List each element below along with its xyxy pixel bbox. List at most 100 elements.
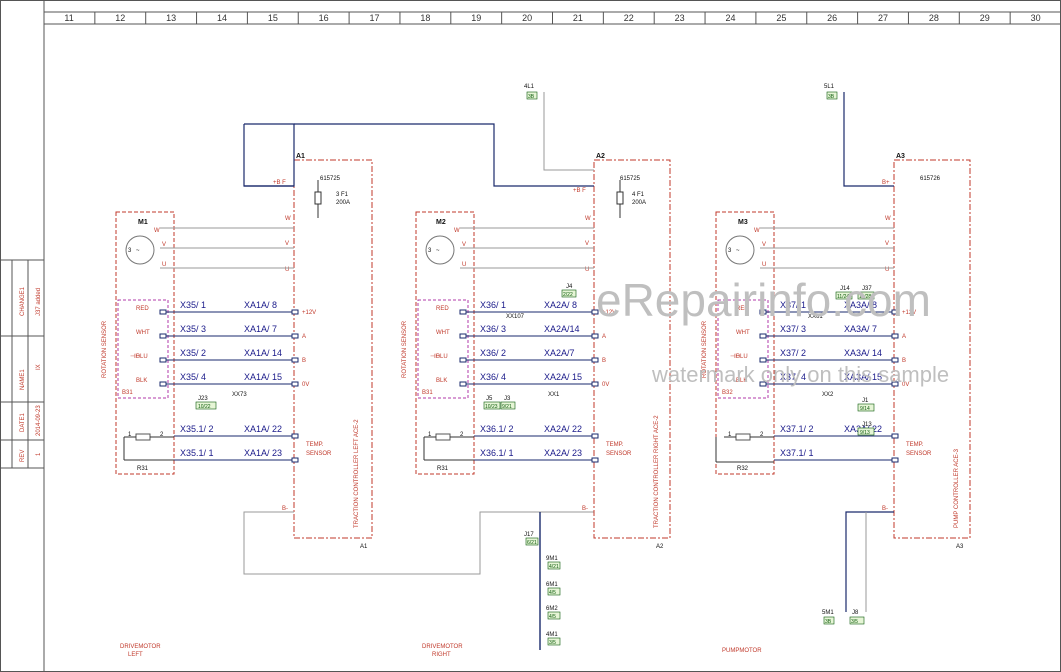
connector-label: X35.1/ 2 (180, 424, 214, 434)
right-jumper_b: J3 (504, 396, 511, 402)
motor-tag-m2: M2 (436, 219, 446, 226)
rev-label-change: CHANGE1 (20, 286, 26, 316)
supplies-l1_4: 4L1 (524, 84, 535, 90)
temp_sensor-0: TEMP. (606, 442, 624, 448)
temp_sensor-1: SENSOR (606, 451, 632, 457)
pins_motor-2: U (285, 267, 289, 273)
bus-ref-code: 6/21 (527, 540, 537, 546)
controller-tag-a2: A2 (596, 153, 605, 160)
pump-ref_5m1: 3B (825, 619, 832, 625)
pump-jumper_c_ref: 9/14 (860, 406, 870, 412)
grid-column-label: 30 (1031, 13, 1041, 23)
supplies-ref_4l1: 3B (528, 94, 535, 100)
svg-text:1: 1 (728, 432, 732, 438)
motor-symbol-icon (725, 235, 755, 265)
sensor-pin: WHT (136, 330, 150, 336)
sensor-name: ROTATION SENSOR (102, 320, 108, 378)
fuse-icon (314, 191, 322, 205)
sensor-symbol-icon: ⊣⊢ (430, 353, 440, 360)
pump-jumper_d_ref: 9/13 (860, 430, 870, 436)
motor-symbol-icon (425, 235, 455, 265)
harness-label: XA2A/ 8 (544, 300, 577, 310)
right-jumper_top_ref: 2/22 (563, 292, 573, 298)
grid-column-label: 26 (827, 13, 837, 23)
controller-pin: +12V (602, 310, 616, 316)
harness-label: XA1A/ 14 (244, 348, 282, 358)
harness-label: XA3A/ 14 (844, 348, 882, 358)
bus-ref-code: 4/5 (549, 590, 556, 596)
connector-label: X35/ 3 (180, 324, 206, 334)
right-foot_tag: A2 (656, 544, 664, 550)
pins_motor-0: W (285, 216, 291, 222)
pump-jumper_b_ref: 11/28 (859, 294, 871, 300)
pump-node_top: XX61 (808, 314, 823, 320)
bus-ref-label: 6M1 (546, 582, 558, 588)
grid-column-label: 22 (624, 13, 634, 23)
fuse-rating: 200A (336, 200, 350, 206)
controller-name: TRACTION CONTROLLER LEFT ACE-2 (354, 419, 360, 528)
motor-symbol-icon (125, 235, 155, 265)
jumper-j23: J23 (198, 396, 208, 402)
grid-column-label: 28 (929, 13, 939, 23)
bus-ref-label: 6M2 (546, 606, 558, 612)
connector-label: X37.1/ 2 (780, 424, 814, 434)
resistor-icon (435, 433, 451, 441)
harness-label: XA2A/ 15 (544, 372, 582, 382)
bus-ref-label: 4M1 (546, 632, 558, 638)
grid-column-label: 12 (115, 13, 125, 23)
svg-text:1: 1 (128, 432, 132, 438)
pins_motor-1: V (585, 241, 589, 247)
grid-column-label: 13 (166, 13, 176, 23)
grid-column-label: 29 (980, 13, 990, 23)
motor-tag-m1: M1 (138, 219, 148, 226)
fuse-tag: 3 F1 (336, 192, 349, 198)
svg-text:U: U (162, 262, 166, 268)
sensor-pin: WHT (736, 330, 750, 336)
resistor-tag: R31 (137, 466, 149, 472)
pump-jumper_b: J37 (862, 286, 872, 292)
connector-label: X37.1/ 1 (780, 448, 814, 458)
sensor-pin: BLK (436, 378, 447, 384)
harness-label: XA1A/ 22 (244, 424, 282, 434)
sensor-box-b31 (117, 299, 169, 399)
bus-ref-code: 4/5 (549, 614, 556, 620)
svg-text:2: 2 (460, 432, 464, 438)
bus-ref-label: 9M1 (546, 556, 558, 562)
sensor-pin: WHT (436, 330, 450, 336)
left-jumper_ref: 10/22 (198, 404, 211, 410)
controller-pin: 0V (302, 382, 309, 388)
connector-label: X37/ 1 (780, 300, 806, 310)
bus-ref-label: J17 (524, 532, 534, 538)
pins_motor-0: W (885, 216, 891, 222)
svg-text:V: V (462, 242, 466, 248)
controller-pin: A (902, 334, 906, 340)
right-bminus: B- (582, 506, 588, 512)
svg-text:2: 2 (760, 432, 764, 438)
svg-text:U: U (462, 262, 466, 268)
pump-node: XX2 (822, 392, 834, 398)
grid-column-label: 20 (522, 13, 532, 23)
right-sensor_tag: B31 (422, 390, 433, 396)
controller-foot-tag: A1 (360, 544, 368, 550)
connector-label: X36/ 2 (480, 348, 506, 358)
right-node: XX1 (548, 392, 560, 398)
right-title_line1: DRIVEMOTOR (422, 644, 463, 650)
grid-column-label: 17 (370, 13, 380, 23)
pump-sensor_name: ROTATION SENSOR (702, 320, 708, 378)
connector-label: X35/ 4 (180, 372, 206, 382)
connector-label: X36.1/ 1 (480, 448, 514, 458)
rev-label-name: NAME1 (20, 369, 26, 390)
rev-label-date: DATE1 (20, 412, 26, 432)
pins_motor-2: U (585, 267, 589, 273)
sensor-pin: RED (736, 306, 749, 312)
temp_sensor-1: SENSOR (306, 451, 332, 457)
svg-text:W: W (454, 228, 460, 234)
controller-pin: B (302, 358, 306, 364)
jumper-j4: J4 (566, 284, 573, 290)
right-fuse: 4 F1 (632, 192, 645, 198)
svg-text:1: 1 (428, 432, 432, 438)
svg-text:W: W (154, 228, 160, 234)
svg-text:~: ~ (736, 248, 740, 254)
